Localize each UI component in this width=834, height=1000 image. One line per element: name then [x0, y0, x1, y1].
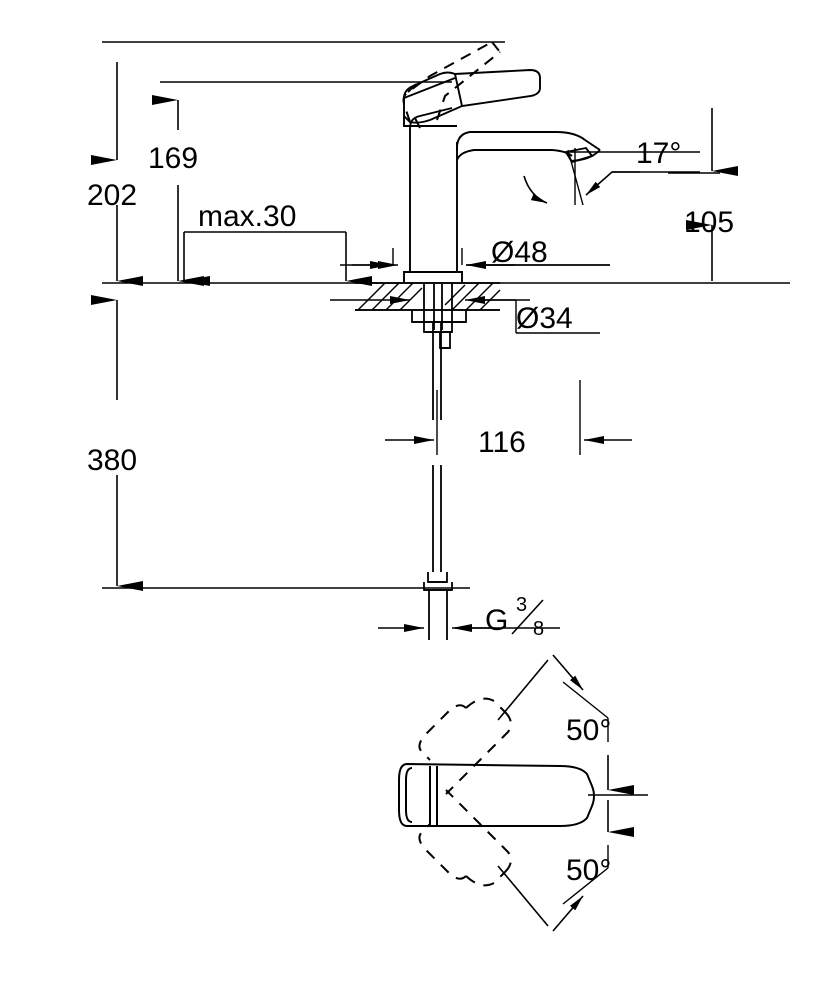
dimension-labels: 202 169 max.30 105 380 116 Ø48 Ø34 17° G…	[87, 137, 734, 887]
label-g38: G 3 8	[485, 594, 544, 640]
label-105: 105	[684, 206, 734, 239]
faucet-elevation	[403, 69, 601, 283]
label-g38-numerator: 3	[516, 594, 527, 616]
hatching	[357, 282, 501, 311]
label-50deg-upper: 50°	[566, 714, 611, 747]
faucet-tail-assembly	[411, 283, 467, 640]
label-17deg: 17°	[636, 137, 681, 170]
label-g38-denominator: 8	[533, 618, 544, 640]
label-116: 116	[478, 426, 526, 459]
label-169: 169	[148, 142, 198, 175]
label-50deg-lower: 50°	[566, 854, 611, 887]
lever-rotated-dashed	[418, 697, 512, 887]
label-g38-letter: G	[485, 604, 508, 637]
lever-plan-view	[398, 654, 648, 932]
countertop-section	[355, 282, 501, 311]
lever-raised-dashed	[402, 41, 501, 129]
dimension-max30	[183, 231, 398, 286]
label-380: 380	[87, 444, 137, 477]
label-d34: Ø34	[516, 302, 573, 335]
dimension-116	[385, 380, 632, 455]
label-max30: max.30	[198, 200, 296, 233]
label-202: 202	[87, 179, 137, 212]
label-d48: Ø48	[491, 236, 548, 269]
reference-lines	[102, 41, 790, 589]
dimension-d48	[340, 248, 610, 269]
